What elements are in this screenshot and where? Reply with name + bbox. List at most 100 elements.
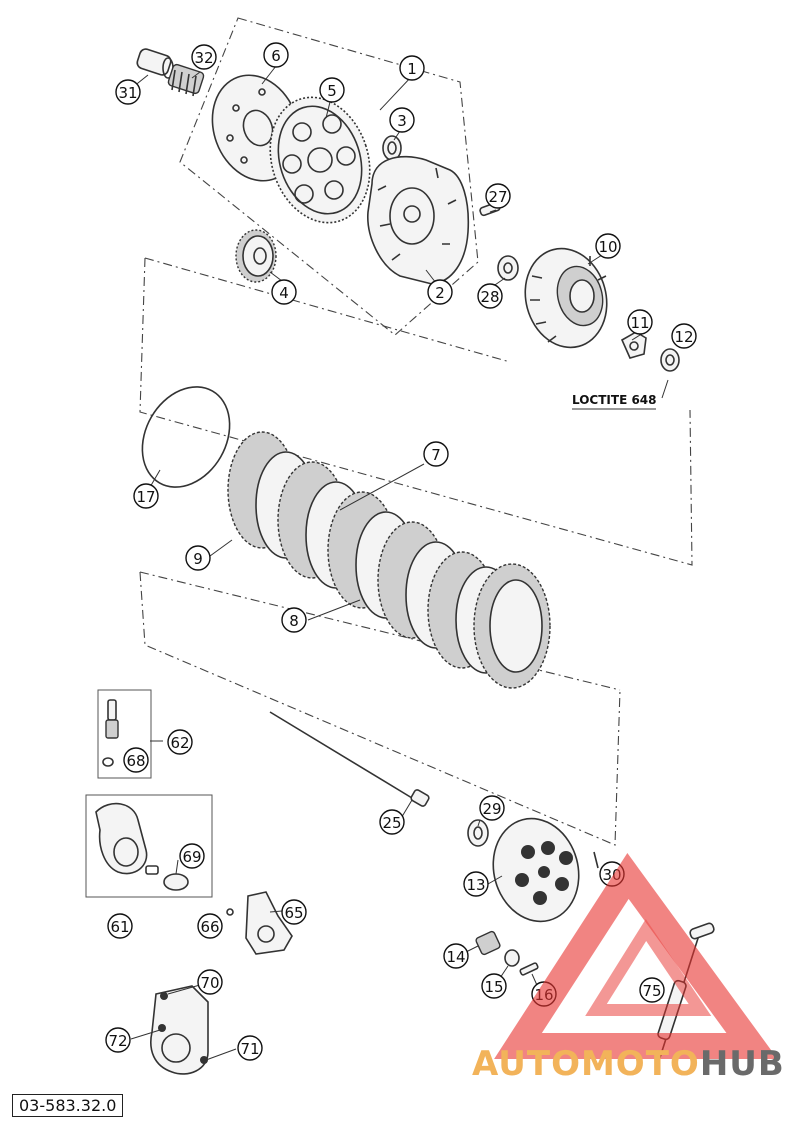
callout-number: 68	[126, 752, 145, 770]
callout-number: 31	[118, 84, 137, 102]
part-13-pressure-plate	[492, 817, 580, 923]
callout-66: 66	[197, 913, 223, 939]
watermark-brand-primary: AUTOMOTO	[472, 1044, 700, 1084]
assembly-frame-lower	[139, 571, 621, 846]
callout-32: 32	[191, 44, 217, 70]
callout-number: 14	[446, 948, 465, 966]
callout-3: 3	[389, 107, 415, 133]
callout-7: 7	[423, 441, 449, 467]
part-30-pin	[593, 851, 599, 869]
part-31-sleeve	[136, 48, 174, 79]
callout-29: 29	[479, 795, 505, 821]
part-11-lock-washer	[620, 331, 647, 359]
part-16-bolt	[519, 962, 539, 976]
callout-number: 65	[284, 904, 303, 922]
callout-69: 69	[179, 843, 205, 869]
callout-number: 8	[289, 612, 299, 630]
group-frame-62	[97, 689, 152, 779]
part-14-spring	[475, 930, 501, 956]
part-29-bearing	[467, 819, 489, 847]
callout-number: 6	[271, 47, 281, 65]
callout-number: 27	[488, 188, 507, 206]
part-4-sprocket	[235, 229, 277, 283]
callout-10: 10	[595, 233, 621, 259]
callout-number: 32	[194, 49, 213, 67]
callout-number: 66	[200, 918, 219, 936]
callout-4: 4	[271, 279, 297, 305]
part-3-bushing	[382, 135, 402, 161]
callout-68: 68	[123, 747, 149, 773]
callout-25: 25	[379, 809, 405, 835]
callout-62: 62	[167, 729, 193, 755]
callout-65: 65	[281, 899, 307, 925]
callout-75: 75	[639, 977, 665, 1003]
callout-72: 72	[105, 1027, 131, 1053]
callout-number: 4	[279, 284, 289, 302]
callout-number: 29	[482, 800, 501, 818]
part-70-cover	[150, 985, 209, 1075]
callout-6: 6	[263, 42, 289, 68]
callout-number: 9	[193, 550, 203, 568]
part-62-bleeder-valve	[105, 699, 119, 739]
drawing-number: 03-583.32.0	[12, 1094, 124, 1117]
callout-number: 62	[170, 734, 189, 752]
watermark-brand-text: AUTOMOTOHUB	[472, 1044, 785, 1084]
callout-9: 9	[185, 545, 211, 571]
part-66-ring	[226, 908, 234, 916]
callout-17: 17	[133, 483, 159, 509]
part-65-gasket	[245, 891, 293, 955]
part-69-piston	[145, 865, 189, 891]
callout-14: 14	[443, 943, 469, 969]
part-2-clutch-basket	[367, 155, 470, 285]
group-frame-61	[85, 794, 213, 898]
callout-13: 13	[463, 871, 489, 897]
callout-number: 72	[108, 1032, 127, 1050]
part-12-nut	[660, 348, 680, 372]
loctite-note: LOCTITE 648	[572, 393, 657, 407]
callout-number: 70	[200, 974, 219, 992]
callout-number: 10	[598, 238, 617, 256]
part-32-needle-bearing	[167, 63, 205, 97]
callout-number: 28	[480, 288, 499, 306]
clutch-plate-stack	[227, 431, 551, 689]
callout-number: 1	[407, 60, 417, 78]
callout-2: 2	[427, 279, 453, 305]
callout-number: 2	[435, 284, 445, 302]
callout-number: 15	[484, 978, 503, 996]
callout-12: 12	[671, 323, 697, 349]
callout-31: 31	[115, 79, 141, 105]
watermark-logo	[494, 853, 778, 1059]
callout-number: 11	[630, 314, 649, 332]
callout-8: 8	[281, 607, 307, 633]
callout-number: 13	[466, 876, 485, 894]
callout-number: 69	[182, 848, 201, 866]
callout-27: 27	[485, 183, 511, 209]
callout-1: 1	[399, 55, 425, 81]
part-10-inner-hub	[524, 247, 608, 349]
watermark-brand-secondary: HUB	[699, 1044, 785, 1084]
part-68-seal	[102, 757, 114, 767]
callout-number: 25	[382, 814, 401, 832]
part-28-washer	[497, 255, 519, 281]
callout-number: 17	[136, 488, 155, 506]
callout-28: 28	[477, 283, 503, 309]
callout-70: 70	[197, 969, 223, 995]
part-15-washer	[504, 949, 520, 967]
callout-number: 71	[240, 1040, 259, 1058]
callout-number: 3	[397, 112, 407, 130]
callout-number: 12	[674, 328, 693, 346]
part-25-push-rod	[269, 711, 430, 807]
callout-number: 7	[431, 446, 441, 464]
callout-number: 5	[327, 82, 337, 100]
callout-11: 11	[627, 309, 653, 335]
callout-61: 61	[107, 913, 133, 939]
part-17-o-ring	[141, 386, 231, 488]
part-61-slave-cylinder	[95, 802, 148, 875]
callout-number: 75	[642, 982, 661, 1000]
callout-number: 61	[110, 918, 129, 936]
callout-71: 71	[237, 1035, 263, 1061]
part-5-primary-gear	[269, 96, 371, 224]
assembly-frame-mid	[139, 257, 693, 566]
callout-15: 15	[481, 973, 507, 999]
